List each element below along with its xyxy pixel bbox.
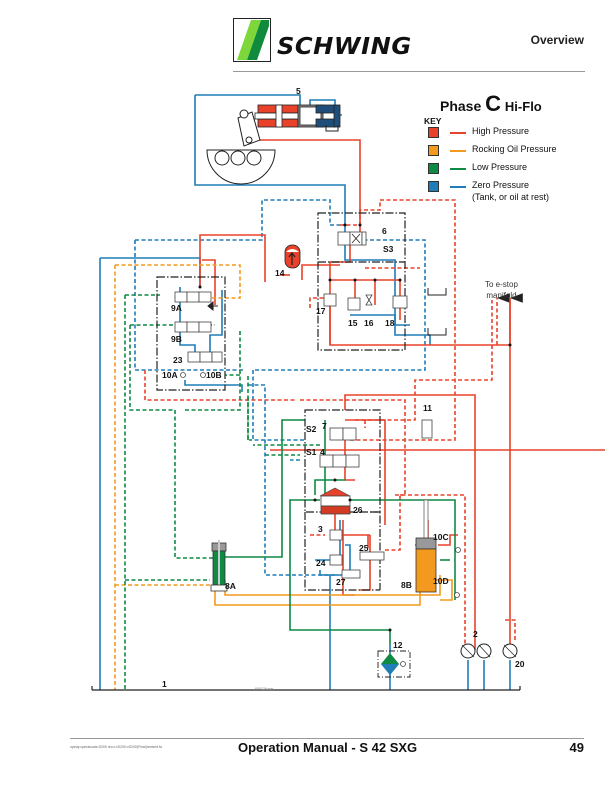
label-4: 4 <box>320 447 325 457</box>
tank-symbols <box>325 125 447 336</box>
estop-label: To e-stop manifold <box>485 280 518 300</box>
label-3: 3 <box>318 524 323 534</box>
valve-11 <box>421 419 433 439</box>
pumps <box>460 643 518 659</box>
footer-title: Operation Manual - S 42 SXG <box>238 740 418 755</box>
valve-24 <box>329 554 343 566</box>
high-pressure-dashed-lines <box>144 199 516 650</box>
label-8a: 8A <box>225 581 236 591</box>
label-1: 1 <box>162 679 167 689</box>
relief-valves <box>329 529 385 579</box>
valve-25 <box>359 551 385 561</box>
schwing-logo-icon <box>233 18 271 62</box>
legend-heading: KEY <box>424 116 442 126</box>
low-pressure-dashed-lines <box>124 294 355 690</box>
page-number: 49 <box>569 740 584 755</box>
valve-15 <box>347 297 361 311</box>
brand-name: SCHWING <box>277 34 412 60</box>
label-10c: 10C <box>433 532 449 542</box>
footer-divider <box>70 738 584 739</box>
check-valve-10b <box>200 372 206 378</box>
file-reference: 600136.eps <box>255 687 274 691</box>
label-5: 5 <box>296 86 301 96</box>
junction-dots <box>198 223 512 632</box>
label-7: 7 <box>322 421 327 431</box>
check-valve-10a <box>180 372 186 378</box>
label-12: 12 <box>393 640 403 650</box>
label-26: 26 <box>353 505 363 515</box>
arrow-9a-icon <box>207 300 218 312</box>
legend-swatch <box>428 127 439 138</box>
label-2: 2 <box>473 629 478 639</box>
valve-block-9 <box>174 291 223 363</box>
valve-27 <box>341 569 361 579</box>
valve-17 <box>323 293 337 307</box>
label-24: 24 <box>316 558 326 568</box>
label-23: 23 <box>173 355 183 365</box>
label-15: 15 <box>348 318 358 328</box>
valve-16 <box>365 294 373 306</box>
shuttle-valve-26 <box>319 487 351 515</box>
rock-valve-assembly <box>206 109 276 185</box>
valve-18 <box>392 295 408 309</box>
manifold-valves <box>323 293 408 311</box>
label-s2: S2 <box>306 424 317 434</box>
legend-swatch <box>428 163 439 174</box>
legend-swatch <box>428 181 439 192</box>
label-25: 25 <box>359 543 369 553</box>
valve-6 <box>337 231 367 246</box>
label-17: 17 <box>316 306 326 316</box>
footer-path: opedy:opmanuals:S200 rev.c:xS200:xS200(F… <box>70 745 162 749</box>
zero-pressure-dashed-lines <box>134 199 426 576</box>
label-27: 27 <box>336 577 346 587</box>
valve-3 <box>329 529 343 541</box>
section-title: Overview <box>530 33 584 47</box>
high-pressure-lines <box>199 130 605 650</box>
label-9a: 9A <box>171 303 182 313</box>
label-s1: S1 <box>306 447 317 457</box>
rock-cylinder-5 <box>254 104 341 128</box>
valve-block-7-4 <box>319 427 360 468</box>
cylinder-8b <box>415 499 437 593</box>
check-valve-10c <box>455 547 461 553</box>
manifold-outlines <box>156 212 406 591</box>
accumulator-14 <box>284 244 301 269</box>
cylinder-8a <box>210 540 228 592</box>
filter-12 <box>377 650 411 678</box>
rocking-oil-dashed-lines <box>114 264 241 690</box>
label-6: 6 <box>382 226 387 236</box>
label-s3: S3 <box>383 244 394 254</box>
label-16: 16 <box>364 318 374 328</box>
legend-swatch <box>428 145 439 156</box>
label-14: 14 <box>275 268 285 278</box>
label-10b: 10B <box>206 370 222 380</box>
label-9b: 9B <box>171 334 182 344</box>
label-10a: 10A <box>162 370 178 380</box>
label-11: 11 <box>423 403 432 413</box>
check-valve-10d <box>454 592 460 598</box>
header-divider <box>233 71 585 72</box>
label-8b: 8B <box>401 580 412 590</box>
phase-title: Phase C Hi-Flo <box>440 91 542 116</box>
label-18: 18 <box>385 318 395 328</box>
label-20: 20 <box>515 659 525 669</box>
label-10d: 10D <box>433 576 449 586</box>
